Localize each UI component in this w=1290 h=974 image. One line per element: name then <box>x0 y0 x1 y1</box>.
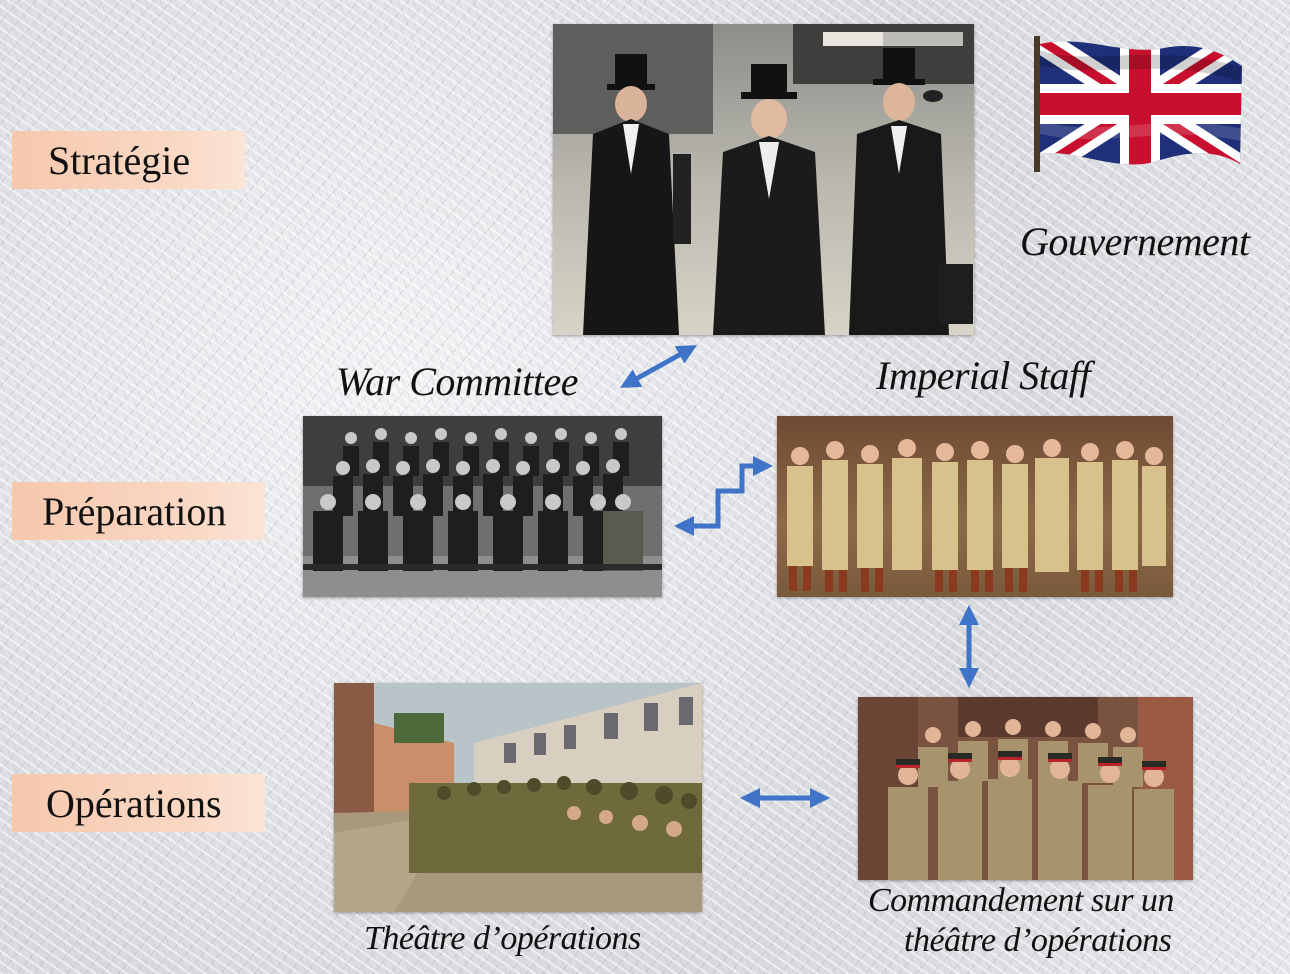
photo-theatre-operations <box>334 683 702 912</box>
photo-war-committee <box>303 416 662 597</box>
caption-commandement-line2: théâtre d’opérations <box>904 922 1172 959</box>
caption-imperial-staff: Imperial Staff <box>876 353 1091 398</box>
photo-imperial-staff <box>777 416 1173 597</box>
caption-commandement-line1: Commandement sur un <box>868 882 1174 919</box>
level-label-preparation-text: Préparation <box>42 488 227 534</box>
caption-theatre-operations: Théâtre d’opérations <box>364 920 641 957</box>
caption-war-committee: War Committee <box>336 359 579 404</box>
photo-commandement <box>858 697 1193 880</box>
level-label-operations-text: Opérations <box>46 780 222 826</box>
union-jack-flag-icon <box>1034 36 1246 172</box>
caption-gouvernement: Gouvernement <box>1020 219 1250 264</box>
photo-gouvernement <box>553 24 974 335</box>
arrow-gouvernement-war-committee <box>620 345 697 388</box>
level-label-operations: Opérations <box>12 774 265 832</box>
arrow-war-committee-imperial-staff <box>674 456 773 536</box>
level-label-strategie: Stratégie <box>12 131 245 189</box>
level-label-strategie-text: Stratégie <box>48 137 191 183</box>
level-label-preparation: Préparation <box>12 482 265 540</box>
